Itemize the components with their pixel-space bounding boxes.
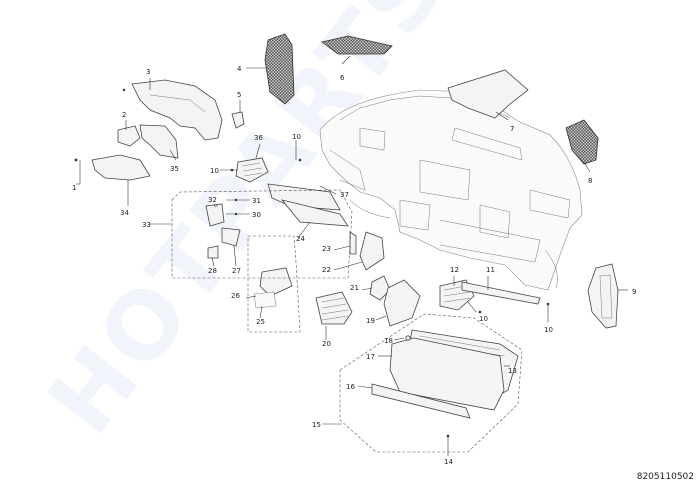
part-23-clip	[349, 231, 357, 255]
callout-4: 4	[237, 65, 242, 73]
callout-10-c: 10	[479, 315, 488, 323]
part-22-bracket	[359, 231, 385, 271]
callout-30: 30	[252, 211, 261, 219]
callout-5: 5	[237, 91, 241, 99]
part-32-bracket	[205, 203, 225, 227]
group-box-15	[339, 313, 523, 453]
callout-13: 13	[508, 367, 517, 375]
callout-35: 35	[170, 165, 179, 173]
instrument-panel-assembly	[319, 89, 583, 291]
callout-28: 28	[208, 267, 217, 275]
callout-2: 2	[122, 111, 126, 119]
callout-1: 1	[72, 184, 76, 192]
part-24-trim-rail	[280, 199, 349, 227]
callout-25: 25	[256, 318, 265, 326]
part-7-top-cover	[447, 69, 529, 119]
callout-23: 23	[322, 245, 331, 253]
callout-17: 17	[366, 353, 375, 361]
part-26-unit	[259, 267, 293, 297]
callout-34: 34	[120, 209, 129, 217]
part-4-side-vent	[264, 33, 295, 105]
callout-24: 24	[296, 235, 305, 243]
leader-lines	[76, 55, 628, 456]
callout-7: 7	[510, 125, 514, 133]
callout-18: 18	[384, 337, 393, 345]
callout-8: 8	[588, 177, 592, 185]
callout-9: 9	[632, 288, 636, 296]
part-27-bracket	[221, 227, 241, 247]
fastener-marks	[74, 88, 550, 438]
callout-labels: 1 2 3 4 5 6 7 8 9 10 10 10 10 11 12 13 1…	[72, 65, 636, 466]
part-2-bracket	[117, 125, 141, 147]
callout-3: 3	[146, 68, 150, 76]
part-34-lower-panel	[91, 154, 151, 181]
callout-6: 6	[340, 74, 345, 82]
group-box-26	[247, 235, 301, 333]
callout-37: 37	[340, 191, 349, 199]
part-17-glovebox-door	[389, 337, 505, 411]
callout-27: 27	[232, 267, 241, 275]
part-3-upper-cover	[131, 79, 223, 141]
callout-32: 32	[208, 196, 217, 204]
part-28-clip	[207, 245, 219, 259]
callout-15: 15	[312, 421, 321, 429]
part-9-side-trim	[587, 263, 619, 329]
part-6-speaker-grille	[321, 35, 393, 55]
part-11-trim-strip	[461, 281, 541, 305]
part-8-corner-grille	[565, 119, 599, 165]
callout-36: 36	[254, 134, 263, 142]
part-5-clip	[231, 111, 245, 129]
callout-11: 11	[486, 266, 495, 274]
callout-22: 22	[322, 266, 331, 274]
part-16-lower-strip	[371, 383, 471, 419]
callout-14: 14	[444, 458, 453, 466]
callout-10-d: 10	[544, 326, 553, 334]
callout-19: 19	[366, 317, 375, 325]
part-25-pad	[253, 291, 277, 309]
group-box-33	[171, 189, 353, 279]
callout-31: 31	[252, 197, 261, 205]
callout-26: 26	[231, 292, 240, 300]
callout-12: 12	[450, 266, 459, 274]
callout-10-a: 10	[292, 133, 301, 141]
part-19-side-panel	[383, 279, 421, 327]
part-20-vent	[315, 291, 353, 325]
callout-16: 16	[346, 383, 355, 391]
document-code: 8205110502	[636, 472, 694, 482]
callout-10-b: 10	[210, 167, 219, 175]
callout-20: 20	[322, 340, 331, 348]
callout-21: 21	[350, 284, 359, 292]
part-21-cover	[369, 275, 391, 301]
callout-33: 33	[142, 221, 151, 229]
part-18-fastener	[405, 335, 411, 341]
part-35-panel	[139, 124, 179, 159]
